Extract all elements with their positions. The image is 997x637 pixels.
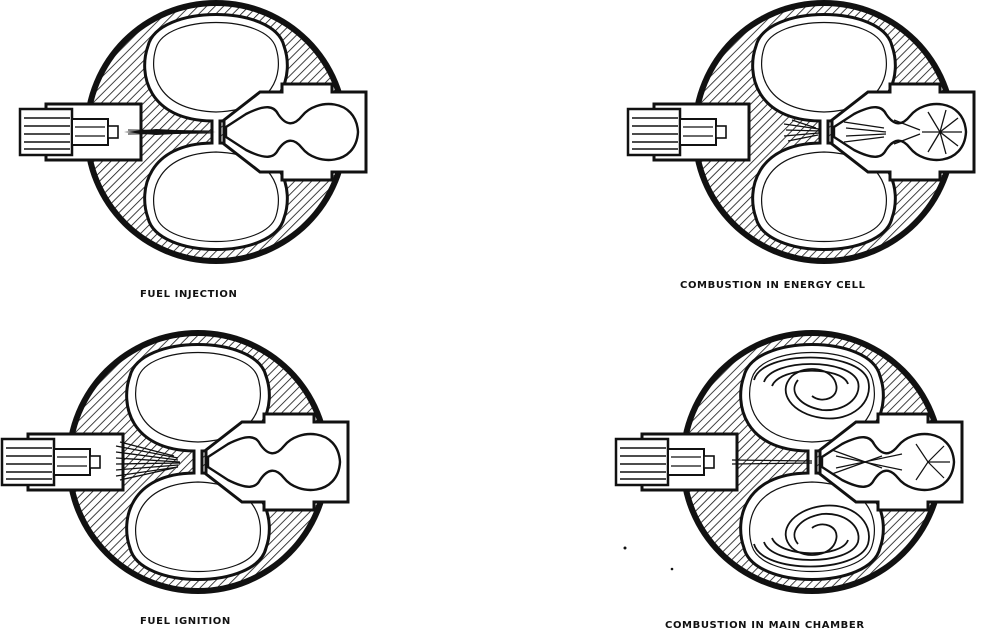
panel-fuel-ignition [2, 330, 348, 594]
panel-combustion-main-chamber [616, 330, 962, 594]
panel-fuel-injection [20, 0, 366, 264]
caption-fuel-ignition: FUEL IGNITION [140, 616, 231, 627]
caption-fuel-injection: FUEL INJECTION [140, 289, 237, 300]
scan-speck [624, 547, 627, 550]
caption-combustion-main-chamber: COMBUSTION IN MAIN CHAMBER [665, 620, 865, 631]
panel-combustion-energy-cell [628, 0, 974, 264]
caption-combustion-energy-cell: COMBUSTION IN ENERGY CELL [680, 280, 866, 291]
scan-speck [671, 568, 674, 571]
